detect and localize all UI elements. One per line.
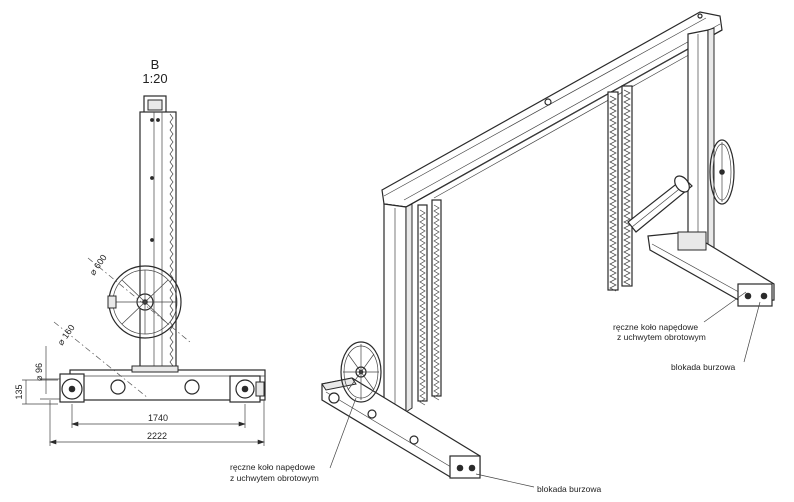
top-beam — [381, 11, 723, 208]
side-view-b: B 1:20 ⌀ 600 — [14, 57, 266, 446]
middle-racks — [607, 85, 633, 292]
callout-wheel-bottom-2: z uchwytem obrotowym — [230, 473, 319, 483]
leader-brake-right — [743, 301, 761, 363]
left-racks — [417, 199, 442, 406]
front-base-beam — [321, 377, 481, 479]
leader-wheel-bottom — [329, 397, 357, 469]
toothed-rack — [169, 113, 174, 375]
left-end-roller — [59, 373, 85, 403]
beam-hole — [184, 379, 200, 395]
hub-diameter-label: ⌀ 160 — [55, 323, 76, 348]
rear-base-beam — [647, 231, 775, 307]
height-135-label: 135 — [14, 384, 24, 399]
left-front-column — [383, 203, 413, 413]
rear-hand-wheel — [709, 139, 735, 205]
leader-wheel-right — [703, 291, 747, 323]
base-diameter-label: ⌀ 96 — [34, 363, 44, 381]
front-hand-wheel — [340, 341, 382, 403]
leader-brake-bottom — [475, 473, 535, 488]
view-scale: 1:20 — [142, 71, 167, 86]
view-label: B — [151, 57, 160, 72]
right-rear-column — [687, 27, 715, 255]
diagonal-support — [627, 175, 693, 233]
callout-brake-right: blokada burzowa — [671, 362, 736, 372]
vertical-column — [139, 111, 177, 371]
callout-wheel-bottom-1: ręczne koło napędowe — [230, 462, 315, 472]
callout-wheel-right-2: z uchwytem obrotowym — [617, 332, 706, 342]
beam-hole — [110, 379, 126, 395]
right-end-roller — [229, 375, 265, 403]
callout-brake-bottom: blokada burzowa — [537, 484, 602, 494]
isometric-view: ręczne koło napędowe z uchwytem obrotowy… — [230, 11, 775, 494]
callout-wheel-right-1: ręczne koło napędowe — [613, 322, 698, 332]
cap-block — [147, 99, 163, 111]
span-2222-label: 2222 — [147, 431, 167, 441]
span-1740-label: 1740 — [148, 413, 168, 423]
wheel-diameter-label: ⌀ 600 — [87, 253, 108, 278]
hand-wheel — [107, 265, 182, 339]
